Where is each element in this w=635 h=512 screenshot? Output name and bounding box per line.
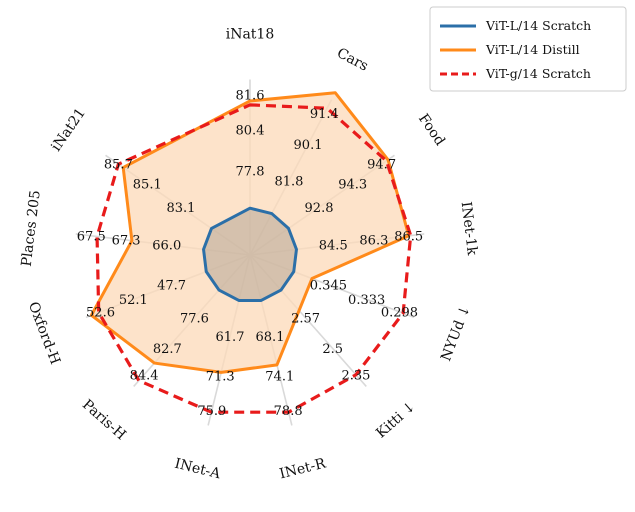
value-label-1-1: 90.1	[294, 138, 323, 153]
axis-label-10: Places 205	[19, 189, 44, 267]
value-label-8-1: 82.7	[153, 342, 182, 357]
axis-label-9: Oxford-H	[25, 300, 63, 367]
value-label-7-1: 71.3	[206, 370, 235, 385]
value-label-6-2: 78.8	[274, 404, 303, 419]
value-label-11-2: 85.7	[104, 158, 133, 173]
value-label-7-0: 61.7	[216, 330, 245, 345]
value-label-9-1: 52.1	[119, 293, 148, 308]
value-label-11-0: 83.1	[167, 201, 196, 216]
value-label-8-0: 77.6	[180, 311, 209, 326]
value-labels: 77.8 80.4 81.6 81.8 90.1 91.4 92.8 94.394.7 84.5…	[77, 89, 423, 419]
value-label-2-0: 92.8	[305, 201, 334, 216]
value-label-4-1: 0.333	[348, 293, 385, 308]
value-label-0-1: 80.4	[236, 124, 265, 139]
value-label-0-0: 77.8	[236, 165, 265, 180]
axis-label-3: INet-1k	[458, 201, 480, 257]
value-label-8-2: 84.4	[130, 368, 159, 383]
axis-label-1: Cars	[334, 45, 371, 74]
legend-label-2: ViT-g/14 Scratch	[485, 66, 591, 81]
axis-label-6: INet-R	[278, 456, 328, 483]
value-label-6-0: 68.1	[256, 330, 285, 345]
value-label-10-2: 67.5	[77, 229, 106, 244]
value-label-10-0: 66.0	[152, 238, 181, 253]
value-label-9-2: 52.6	[86, 305, 115, 320]
series-vit-l-14-scratch	[202, 206, 298, 302]
radar-series	[89, 91, 413, 414]
value-label-2-1: 94.3	[338, 178, 367, 193]
axis-label-5: Kitti ↓	[373, 399, 419, 442]
legend-label-1: ViT-L/14 Distill	[485, 42, 580, 57]
axis-label-2: Food	[415, 111, 448, 149]
value-label-4-2: 0.298	[381, 305, 418, 320]
value-label-4-0: 0.345	[310, 278, 347, 293]
axis-label-7: INet-A	[173, 456, 223, 483]
series-vit-g-14-scratch	[95, 103, 413, 414]
value-label-5-0: 2.57	[291, 311, 320, 326]
value-label-11-1: 85.1	[133, 178, 162, 193]
value-label-2-2: 94.7	[367, 158, 396, 173]
value-label-0-2: 81.6	[236, 89, 265, 104]
legend: ViT-L/14 Scratch ViT-L/14 Distill ViT-g/…	[429, 6, 627, 92]
value-label-1-0: 81.8	[275, 174, 304, 189]
value-label-6-1: 74.1	[265, 370, 294, 385]
value-label-5-2: 2.35	[341, 368, 370, 383]
value-label-7-2: 75.9	[197, 404, 226, 419]
legend-label-0: ViT-L/14 Scratch	[485, 18, 591, 33]
value-label-9-0: 47.7	[157, 278, 186, 293]
value-label-10-1: 67.3	[112, 234, 141, 249]
value-label-3-2: 86.5	[394, 229, 423, 244]
axis-label-11: iNat21	[48, 105, 89, 154]
legend-box	[429, 6, 627, 92]
axis-label-8: Paris-H	[79, 397, 129, 444]
axis-label-4: NYUd ↓	[438, 303, 474, 363]
value-label-3-1: 86.3	[359, 234, 388, 249]
axis-label-0: iNat18	[226, 27, 275, 43]
value-label-3-0: 84.5	[319, 238, 348, 253]
value-label-1-2: 91.4	[310, 107, 339, 122]
value-label-5-1: 2.5	[322, 342, 343, 357]
